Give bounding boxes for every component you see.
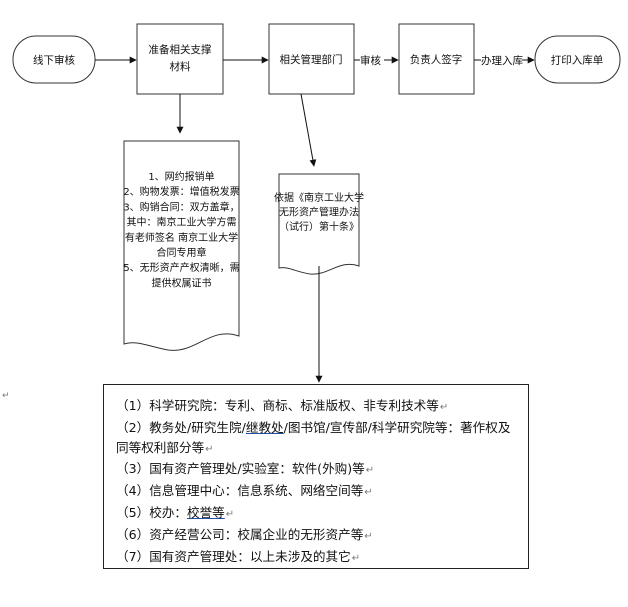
basis-doc-line-2: 无形资产管理办法: [279, 206, 359, 219]
node-print-receipt-label: 打印入库单: [551, 54, 604, 67]
department-item-2: （2）教务处/研究生院/继教处/图书馆/宣传部/科学研究院等：著作权及同等权利部…: [116, 419, 511, 455]
department-item-4: （4）信息管理中心：信息系统、网络空间等↵: [116, 483, 373, 499]
edge-label-storage: 办理入库: [481, 54, 523, 67]
edge-dept-to-basis-doc: [300, 93, 317, 167]
materials-doc-line-2: 2、购物发票：增值税发票: [123, 185, 239, 198]
node-prepare-materials-label-2: 材料: [170, 60, 191, 73]
department-item-1: （1）科学研究院：专利、商标、标准版权、非专利技术等↵: [116, 398, 449, 413]
materials-doc-line-1: 1、网约报销单: [148, 170, 214, 183]
edge-label-review: 审核: [360, 54, 381, 67]
basis-doc-line-3: （试行）第十条》: [279, 220, 359, 233]
doc-materials-list: 1、网约报销单 2、购物发票：增值税发票 3、购销合同：双方盖章， 其中：南京工业大学…: [123, 140, 240, 351]
node-responsible-sign: 负责人签字: [398, 23, 475, 95]
node-responsible-sign-label: 负责人签字: [410, 53, 463, 66]
node-offline-review-label: 线下审核: [33, 54, 75, 67]
materials-doc-line-4: 其中：南京工业大学方需: [127, 216, 237, 229]
node-offline-review: 线下审核: [12, 35, 96, 84]
node-print-receipt: 打印入库单: [534, 35, 621, 84]
node-related-dept: 相关管理部门: [268, 23, 355, 95]
doc-basis-text: 依据《南京工业大学无形资产管理办法（试行）第十条》: [274, 191, 364, 233]
doc-basis: 依据《南京工业大学无形资产管理办法（试行）第十条》: [274, 173, 364, 275]
doc-materials-list-text: 1、网约报销单 2、购物发票：增值税发票 3、购销合同：双方盖章， 其中：南京工业大学…: [123, 170, 239, 289]
department-item-3: （3）国有资产管理处/实验室：软件(外购)等↵: [116, 461, 375, 477]
underlined-term-jijiaochu: 继教处: [245, 419, 284, 435]
department-item-6: （6）资产经营公司：校属企业的无形资产等↵: [116, 526, 373, 542]
node-related-dept-label: 相关管理部门: [280, 53, 343, 66]
node-prepare-materials: 准备相关支撑 材料: [136, 23, 224, 95]
departments-box: （1）科学研究院：专利、商标、标准版权、非专利技术等↵ （2）教务处/研究生院/…: [103, 384, 529, 569]
materials-doc-line-3: 3、购销合同：双方盖章，: [123, 200, 239, 213]
materials-doc-line-7: 5、无形资产产权清晰，需: [123, 261, 239, 274]
department-item-5: （5）校办：校誉等↵: [116, 504, 235, 520]
materials-doc-line-6: 合同专用章: [157, 246, 207, 259]
node-prepare-materials-label-1: 准备相关支撑: [149, 43, 212, 56]
materials-doc-line-8: 提供权属证书: [152, 276, 212, 289]
paragraph-mark: ↵: [2, 391, 10, 401]
underlined-term-xiaoyu: 校誉等: [186, 504, 225, 520]
basis-doc-line-1: 依据《南京工业大学: [274, 191, 364, 204]
materials-doc-line-5: 有老师签名 南京工业大学: [125, 231, 238, 244]
department-item-7: （7）国有资产管理处：以上未涉及的其它↵: [116, 548, 361, 564]
